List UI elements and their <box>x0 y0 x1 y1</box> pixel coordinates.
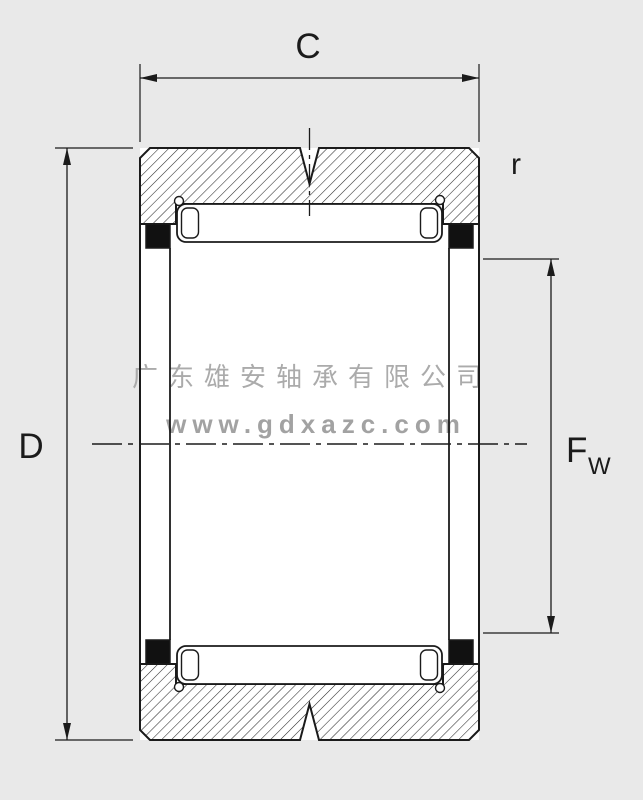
cage-rivet-bottom-left <box>173 681 185 693</box>
arrowhead-d-bottom <box>63 723 71 740</box>
cage-rivet-bottom-right <box>434 682 446 694</box>
cage-pocket-bottom-left <box>180 649 200 681</box>
needle-roller-bottom <box>176 645 443 685</box>
cage-pocket-bottom-right <box>419 649 439 681</box>
watermark-website: www.gdxazc.com <box>165 409 466 439</box>
seal-top-left <box>145 223 171 249</box>
arrowhead-d-top <box>63 148 71 165</box>
label-bore-w-subscript: W <box>588 453 611 480</box>
dimension-width-c: C <box>139 27 480 142</box>
arrowhead-fw-bottom <box>547 616 555 633</box>
arrowhead-c-left <box>140 74 157 82</box>
arrowhead-fw-top <box>547 259 555 276</box>
label-outer-diameter-d: D <box>18 427 43 466</box>
dimension-outer-diameter-d: D <box>18 147 133 741</box>
label-width-c: C <box>295 27 320 66</box>
seal-bottom-right <box>448 639 474 665</box>
cage-rivet-top-left <box>173 195 185 207</box>
roller-cage-top <box>173 194 446 243</box>
roller-cage-bottom <box>173 645 446 694</box>
cage-pocket-top-right <box>419 207 439 239</box>
watermark-company: 广东雄安轴承有限公司 <box>132 362 492 392</box>
seal-top-right <box>448 223 474 249</box>
label-bore-f: F <box>566 431 587 470</box>
cage-rivet-top-right <box>434 194 446 206</box>
arrowhead-c-right <box>462 74 479 82</box>
cage-pocket-top-left <box>180 207 200 239</box>
dimension-bore-fw: F W <box>483 258 611 634</box>
watermark: 广东雄安轴承有限公司 www.gdxazc.com <box>132 362 492 439</box>
seal-bottom-left <box>145 639 171 665</box>
label-corner-radius-r: r <box>511 148 521 181</box>
